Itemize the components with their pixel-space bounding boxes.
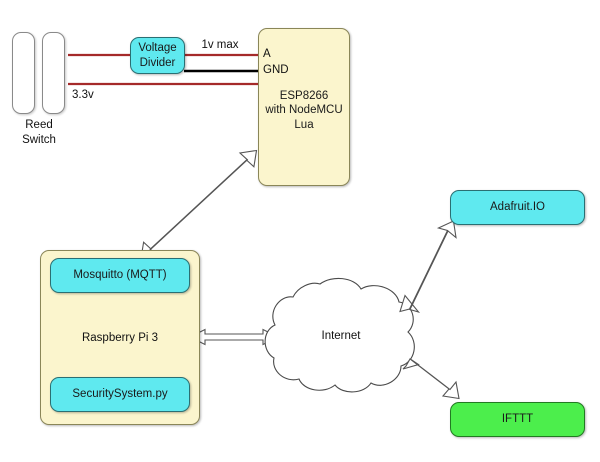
esp8266-label: ESP8266 with NodeMCU Lua [265, 90, 343, 131]
voltage-divider-label: Voltage Divider [138, 42, 177, 69]
arrow-esp-to-raspberry-pi [140, 149, 258, 260]
adafruit-io-label: Adafruit.IO [490, 201, 545, 214]
arrow-internet-to-ifttt [402, 358, 460, 400]
esp8266-pin-a-label: A [263, 48, 271, 60]
security-system-label: SecuritySystem.py [72, 388, 168, 401]
internet-label: Internet [321, 330, 361, 342]
wire-label-1v-max: 1v max [201, 39, 239, 51]
voltage-divider-box[interactable]: Voltage Divider [130, 37, 185, 74]
wire-label-3v3: 3.3v [72, 89, 94, 101]
internet-cloud-shape [264, 277, 415, 393]
arrow-internet-to-adafruit [399, 220, 457, 314]
raspberry-pi-label: Raspberry Pi 3 [81, 332, 159, 344]
mosquitto-box[interactable]: Mosquitto (MQTT) [50, 258, 190, 293]
reed-switch-contact-left [12, 32, 35, 114]
mosquitto-label: Mosquitto (MQTT) [73, 269, 167, 282]
security-system-box[interactable]: SecuritySystem.py [50, 377, 190, 412]
reed-switch-label: Reed Switch [22, 119, 56, 146]
esp8266-pin-gnd-label: GND [263, 64, 289, 76]
reed-switch-contact-right [42, 32, 65, 114]
ifttt-label: IFTTT [501, 413, 534, 426]
adafruit-io-box[interactable]: Adafruit.IO [450, 190, 585, 225]
esp8266-box[interactable]: ESP8266 with NodeMCU Lua [258, 28, 350, 186]
ifttt-box[interactable]: IFTTT [450, 402, 585, 437]
